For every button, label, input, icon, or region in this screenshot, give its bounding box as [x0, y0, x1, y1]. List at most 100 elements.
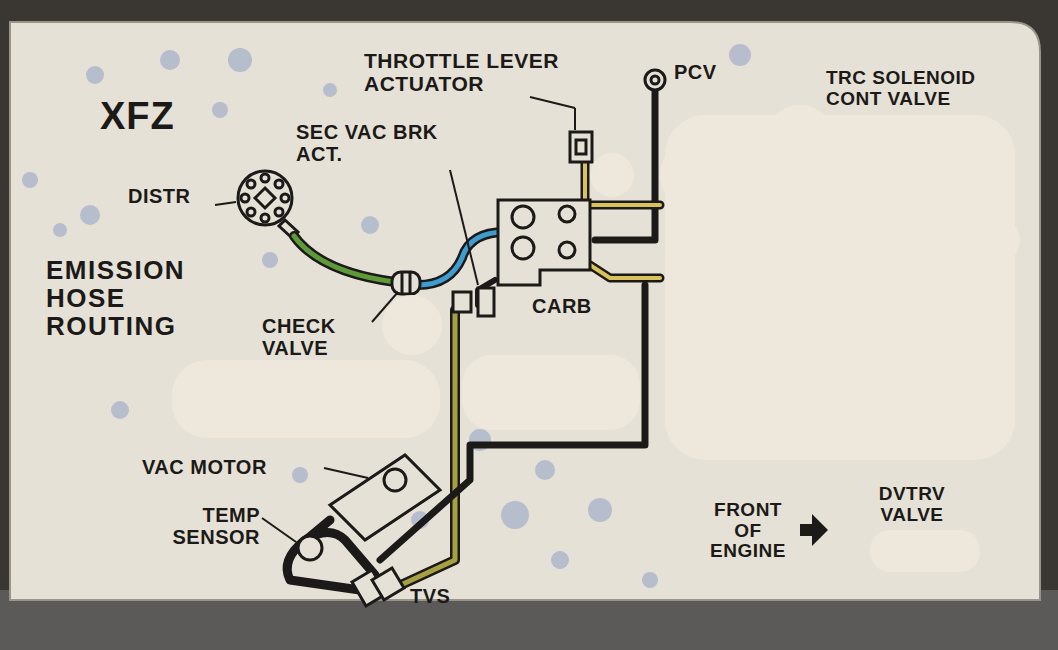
- vacuum-hoses-part: [590, 265, 660, 278]
- part-label: DVTRV VALVE: [862, 484, 962, 525]
- part-label: TEMP SENSOR: [150, 505, 260, 548]
- stain-spots-part: [160, 50, 180, 70]
- leader-lines-part: [324, 468, 368, 478]
- distributor-part: [247, 180, 255, 188]
- vacuum-hoses-part: [590, 265, 660, 278]
- carburetor-part: [559, 242, 575, 258]
- vacuum-hoses: [287, 92, 660, 590]
- obscured-areas-part: [870, 530, 980, 572]
- tvs-valve: [352, 568, 404, 606]
- stain-spots-part: [53, 223, 67, 237]
- stain-spots-part: [501, 501, 529, 529]
- vacuum-hoses-part: [294, 236, 395, 282]
- vacuum-hoses-part: [585, 150, 660, 205]
- obscured-areas: [172, 105, 1020, 572]
- stain-spots-part: [642, 572, 658, 588]
- obscured-areas-part: [172, 360, 440, 438]
- vacuum-hoses-part: [294, 236, 395, 282]
- part-label: CARB: [532, 296, 592, 318]
- stain-spots-part: [588, 498, 612, 522]
- obscured-areas-part: [462, 355, 640, 430]
- check-valve-part: [409, 272, 412, 294]
- distributor: [238, 171, 298, 238]
- check-valve-part: [401, 272, 404, 294]
- vac-motor-part: [384, 469, 406, 491]
- stain-spots-part: [212, 102, 228, 118]
- throttle-lever-actuator-part: [570, 132, 592, 162]
- distributor-part: [275, 208, 283, 216]
- obscured-areas-part: [660, 130, 780, 220]
- leader-lines-part: [450, 170, 478, 285]
- vac-motor-part: [330, 455, 440, 540]
- part-label: TVS: [410, 586, 450, 608]
- stain-spots-part: [80, 205, 100, 225]
- stain-spots-part: [86, 66, 104, 84]
- stain-spots-part: [262, 252, 278, 268]
- vac-motor: [330, 455, 440, 540]
- stain-spots-part: [729, 44, 751, 66]
- label-plate: [10, 22, 1040, 600]
- temp-sensor: [298, 536, 322, 560]
- obscured-areas-part: [382, 295, 442, 355]
- stain-spots: [22, 44, 751, 588]
- distributor-part: [241, 194, 249, 202]
- stain-spots-part: [323, 83, 337, 97]
- label-plate-part: [10, 22, 1040, 600]
- throttle-lever-actuator-part: [576, 140, 586, 154]
- distributor-part: [275, 180, 283, 188]
- part-label: TRC SOLENOID CONT VALVE: [826, 68, 1026, 109]
- leader-lines: [215, 97, 575, 542]
- diagram-code: XFZ: [100, 96, 175, 137]
- pcv-valve: [645, 70, 665, 90]
- carburetor-part: [559, 206, 575, 222]
- part-label: VAC MOTOR: [142, 457, 267, 479]
- temp-sensor-part: [298, 536, 322, 560]
- carburetor-part: [512, 237, 534, 259]
- check-valve: [392, 272, 420, 294]
- tvs-valve-part: [372, 568, 404, 600]
- part-label: DISTR: [128, 186, 191, 208]
- carburetor-part: [453, 292, 471, 312]
- diagram-title: EMISSION HOSE ROUTING: [46, 256, 236, 340]
- distributor-part: [247, 208, 255, 216]
- stain-spots-part: [551, 551, 569, 569]
- distributor-part: [281, 194, 289, 202]
- throttle-lever-actuator: [570, 132, 592, 162]
- carburetor-part: [512, 206, 534, 228]
- stain-spots-part: [228, 48, 252, 72]
- distributor-part: [261, 174, 269, 182]
- distributor-part: [261, 214, 269, 222]
- front-arrow-part: [800, 514, 828, 546]
- stain-spots-part: [535, 460, 555, 480]
- stain-spots-part: [292, 467, 308, 483]
- obscured-areas-part: [770, 105, 830, 155]
- front-arrow: [800, 514, 828, 546]
- obscured-areas-part: [940, 210, 1020, 270]
- vacuum-hoses-part: [585, 150, 660, 205]
- check-valve-part: [392, 272, 420, 294]
- obscured-areas-part: [590, 153, 634, 197]
- part-label: PCV: [674, 62, 717, 84]
- leader-lines-part: [262, 518, 296, 542]
- part-label: CHECK VALVE: [262, 316, 372, 359]
- part-label: THROTTLE LEVER ACTUATOR: [364, 50, 624, 95]
- direction-note: FRONT OF ENGINE: [700, 500, 796, 562]
- leader-lines-part: [530, 97, 575, 108]
- pcv-valve-part: [651, 76, 659, 84]
- leader-lines-part: [574, 108, 576, 130]
- vacuum-hoses-part: [418, 232, 505, 285]
- part-label: SEC VAC BRK ACT.: [296, 122, 446, 165]
- stain-spots-part: [111, 401, 129, 419]
- carburetor-part: [478, 288, 494, 316]
- stain-spots-part: [22, 172, 38, 188]
- leader-lines-part: [215, 202, 236, 205]
- distributor-part: [255, 188, 275, 208]
- carburetor-part: [498, 200, 590, 285]
- vacuum-hoses-part: [418, 232, 505, 285]
- pcv-valve-part: [645, 70, 665, 90]
- stain-spots-part: [361, 216, 379, 234]
- distributor-part: [238, 171, 292, 225]
- obscured-areas-part: [925, 305, 1015, 415]
